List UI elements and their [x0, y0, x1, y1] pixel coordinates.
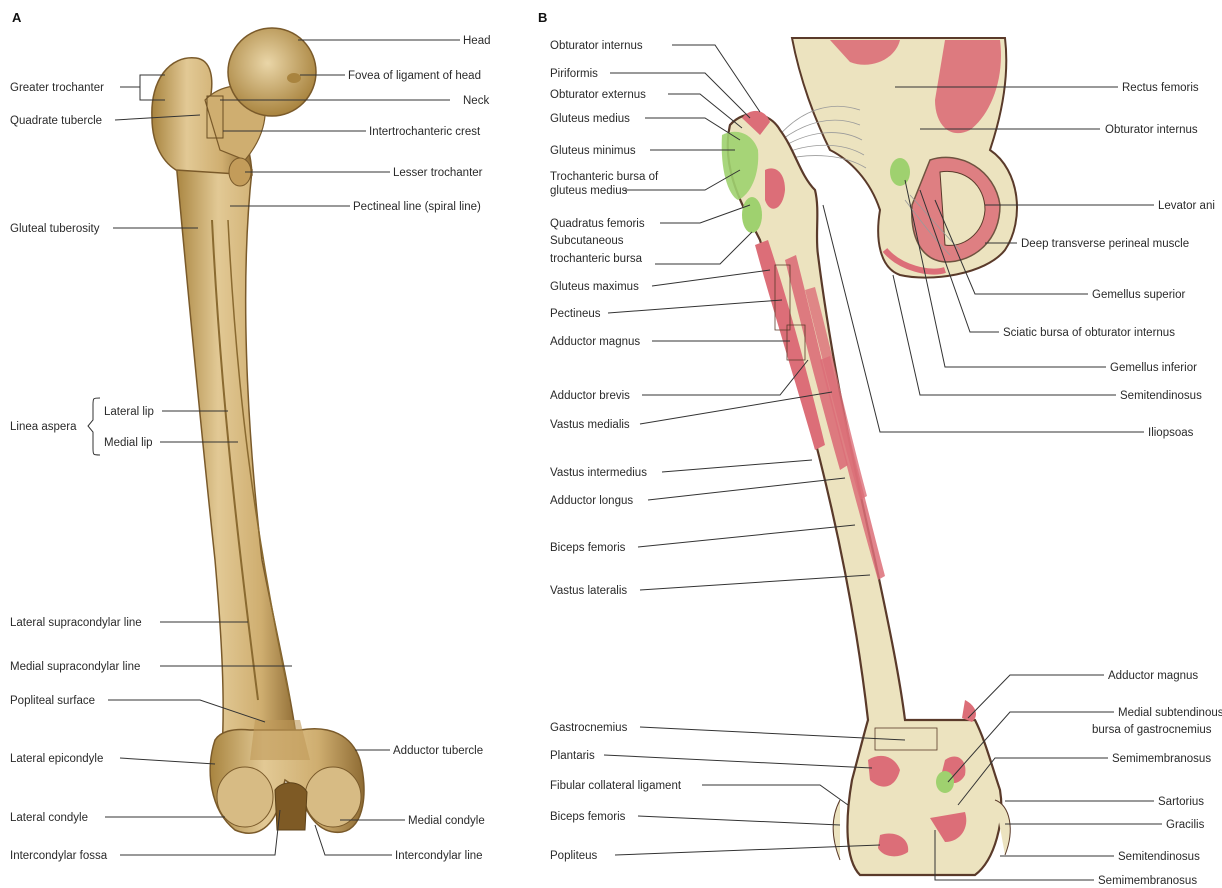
panel-b: B: [538, 10, 1222, 887]
label-b-deep-transverse: Deep transverse perineal muscle: [1021, 238, 1189, 250]
label-b-gemellus-superior: Gemellus superior: [1092, 289, 1185, 301]
label-b-pectineus: Pectineus: [550, 308, 601, 320]
label-b-adductor-magnus: Adductor magnus: [550, 336, 640, 348]
leader-b-gluteus-maximus: [652, 270, 770, 286]
label-b-sciatic-bursa: Sciatic bursa of obturator internus: [1003, 327, 1175, 339]
leader-b-pectineus: [608, 300, 782, 313]
label-greater-trochanter: Greater trochanter: [10, 82, 104, 94]
pelvis-illustration: [792, 38, 1017, 278]
label-gluteal-tuberosity: Gluteal tuberosity: [10, 223, 100, 235]
label-b-gastrocnemius: Gastrocnemius: [550, 722, 628, 734]
label-fovea: Fovea of ligament of head: [348, 70, 481, 82]
panel-b-letter: B: [538, 10, 547, 25]
label-b-vastus-medialis: Vastus medialis: [550, 419, 630, 431]
label-pectineal-line: Pectineal line (spiral line): [353, 201, 481, 213]
label-medial-lip: Medial lip: [104, 437, 153, 449]
leader-b-adductor-longus: [648, 478, 845, 500]
label-adductor-tubercle: Adductor tubercle: [393, 745, 483, 757]
label-b-obturator-externus: Obturator externus: [550, 89, 646, 101]
label-b-plantaris: Plantaris: [550, 750, 595, 762]
label-intercondylar-fossa: Intercondylar fossa: [10, 850, 108, 862]
label-popliteal-surface: Popliteal surface: [10, 695, 95, 707]
leader-b-biceps-femoris: [638, 525, 855, 547]
label-intercondylar-line: Intercondylar line: [395, 850, 483, 862]
leader-b-adductor-brevis: [642, 360, 808, 395]
label-b-gemellus-inferior: Gemellus inferior: [1110, 362, 1197, 374]
label-lateral-supracondylar: Lateral supracondylar line: [10, 617, 142, 629]
label-medial-supracondylar: Medial supracondylar line: [10, 661, 140, 673]
label-b-iliopsoas: Iliopsoas: [1148, 427, 1194, 439]
label-b-semitendinosus: Semitendinosus: [1120, 390, 1202, 402]
label-lesser-trochanter: Lesser trochanter: [393, 167, 483, 179]
label-b-semimembranosus-2: Semimembranosus: [1098, 875, 1197, 887]
leader-b-obturator-internus: [672, 45, 760, 112]
label-b-r-adductor-magnus: Adductor magnus: [1108, 670, 1198, 682]
leader-b-quadratus-femoris: [660, 205, 750, 223]
label-b-obturator-internus: Obturator internus: [550, 40, 643, 52]
label-lateral-condyle: Lateral condyle: [10, 812, 88, 824]
panel-a: A Greater: [10, 10, 491, 862]
label-b-vastus-intermedius: Vastus intermedius: [550, 467, 647, 479]
label-b-biceps-femoris-2: Biceps femoris: [550, 811, 626, 823]
label-quadrate-tubercle: Quadrate tubercle: [10, 115, 102, 127]
label-b-gluteus-maximus: Gluteus maximus: [550, 281, 639, 293]
label-b-gracilis: Gracilis: [1166, 819, 1205, 831]
label-linea-aspera: Linea aspera: [10, 421, 77, 433]
label-b-quadratus-femoris: Quadratus femoris: [550, 218, 645, 230]
label-b-levator-ani: Levator ani: [1158, 200, 1215, 212]
label-b-biceps-femoris: Biceps femoris: [550, 542, 626, 554]
label-b-piriformis: Piriformis: [550, 68, 598, 80]
leader-b-biceps-femoris-2: [638, 816, 840, 825]
label-b-semitendinosus-2: Semitendinosus: [1118, 851, 1200, 863]
label-b-adductor-brevis: Adductor brevis: [550, 390, 630, 402]
label-b-rectus-femoris: Rectus femoris: [1122, 82, 1199, 94]
label-b-trochanteric-bursa-2: gluteus medius: [550, 185, 628, 197]
label-head: Head: [463, 35, 491, 47]
label-b-gluteus-minimus: Gluteus minimus: [550, 145, 636, 157]
label-b-popliteus: Popliteus: [550, 850, 598, 862]
label-b-semimembranosus: Semimembranosus: [1112, 753, 1211, 765]
label-b-medial-subtendinous-2: bursa of gastrocnemius: [1092, 724, 1212, 736]
leader-b-fibular-collateral: [702, 785, 848, 805]
label-b-vastus-lateralis: Vastus lateralis: [550, 585, 627, 597]
label-lateral-lip: Lateral lip: [104, 406, 154, 418]
label-neck: Neck: [463, 95, 489, 107]
panel-a-letter: A: [12, 10, 22, 25]
leader-b-vastus-intermedius: [662, 460, 812, 472]
leader-lateral-epicondyle: [120, 758, 215, 764]
label-lateral-epicondyle: Lateral epicondyle: [10, 753, 103, 765]
label-b-adductor-longus: Adductor longus: [550, 495, 633, 507]
label-b-subcutaneous-1: Subcutaneous: [550, 235, 624, 247]
label-intertrochanteric: Intertrochanteric crest: [369, 126, 481, 138]
leader-b-popliteus: [615, 845, 880, 855]
label-b-fibular-collateral: Fibular collateral ligament: [550, 780, 682, 792]
label-b-gluteus-medius: Gluteus medius: [550, 113, 630, 125]
label-b-medial-subtendinous-1: Medial subtendinous: [1118, 707, 1222, 719]
femur-posterior-illustration: [152, 28, 364, 833]
label-medial-condyle: Medial condyle: [408, 815, 485, 827]
label-b-r-obturator-internus: Obturator internus: [1105, 124, 1198, 136]
linea-aspera-brace: [88, 398, 100, 455]
leader-b-plantaris: [604, 755, 872, 768]
label-b-sartorius: Sartorius: [1158, 796, 1204, 808]
label-b-trochanteric-bursa-1: Trochanteric bursa of: [550, 171, 659, 183]
label-b-subcutaneous-2: trochanteric bursa: [550, 253, 643, 265]
leader-b-vastus-lateralis: [640, 575, 870, 590]
leader-b-subcutaneous: [655, 232, 752, 264]
